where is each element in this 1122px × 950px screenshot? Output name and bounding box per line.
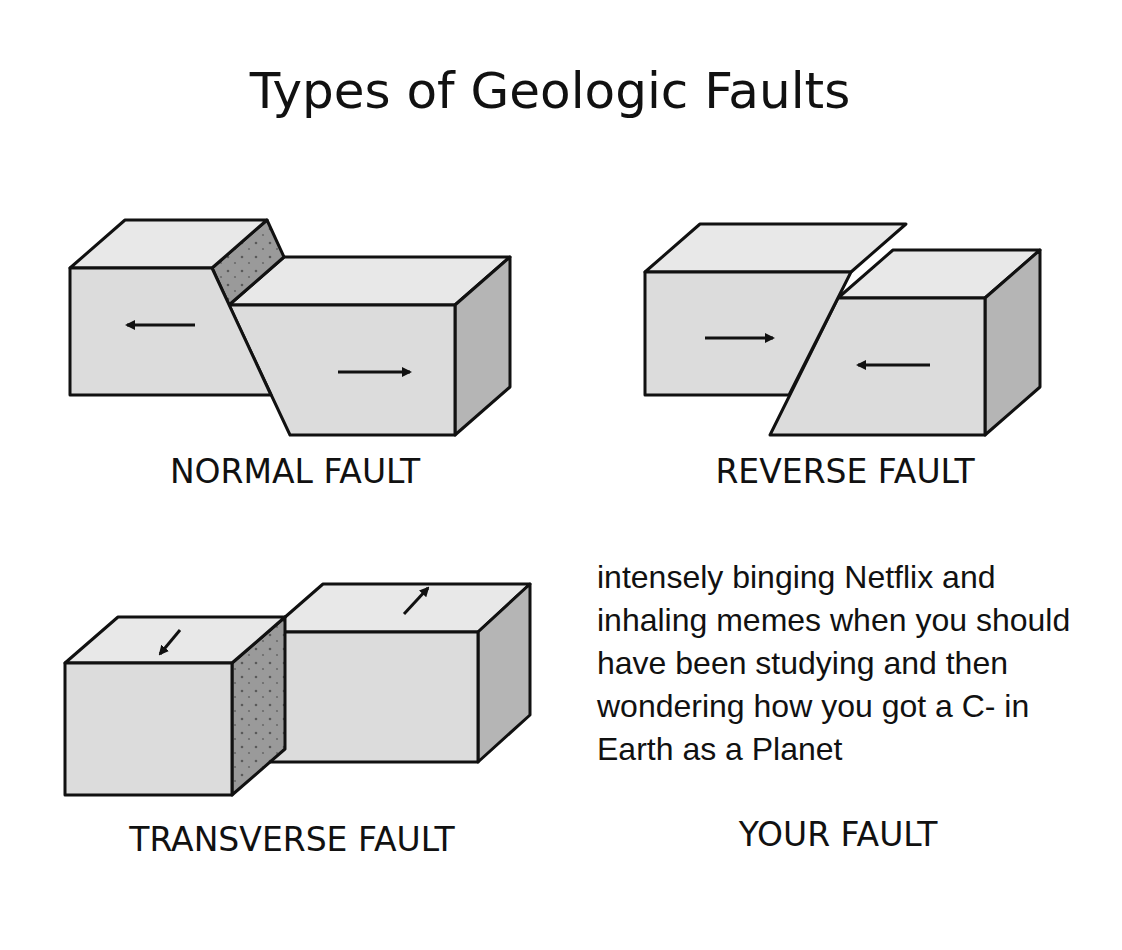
fault-label: TRANSVERSE FAULT bbox=[129, 820, 454, 859]
joke-text: intensely binging Netflix and inhaling m… bbox=[597, 556, 1112, 771]
diagram-title: Types of Geologic Faults bbox=[250, 62, 851, 120]
fault-label: YOUR FAULT bbox=[739, 815, 938, 854]
fault-label: NORMAL FAULT bbox=[170, 452, 420, 491]
reverse-fault-blocks bbox=[645, 224, 1040, 435]
fault-label: REVERSE FAULT bbox=[715, 452, 974, 491]
transverse-fault-blocks bbox=[65, 584, 530, 795]
normal-fault-blocks bbox=[70, 220, 510, 435]
